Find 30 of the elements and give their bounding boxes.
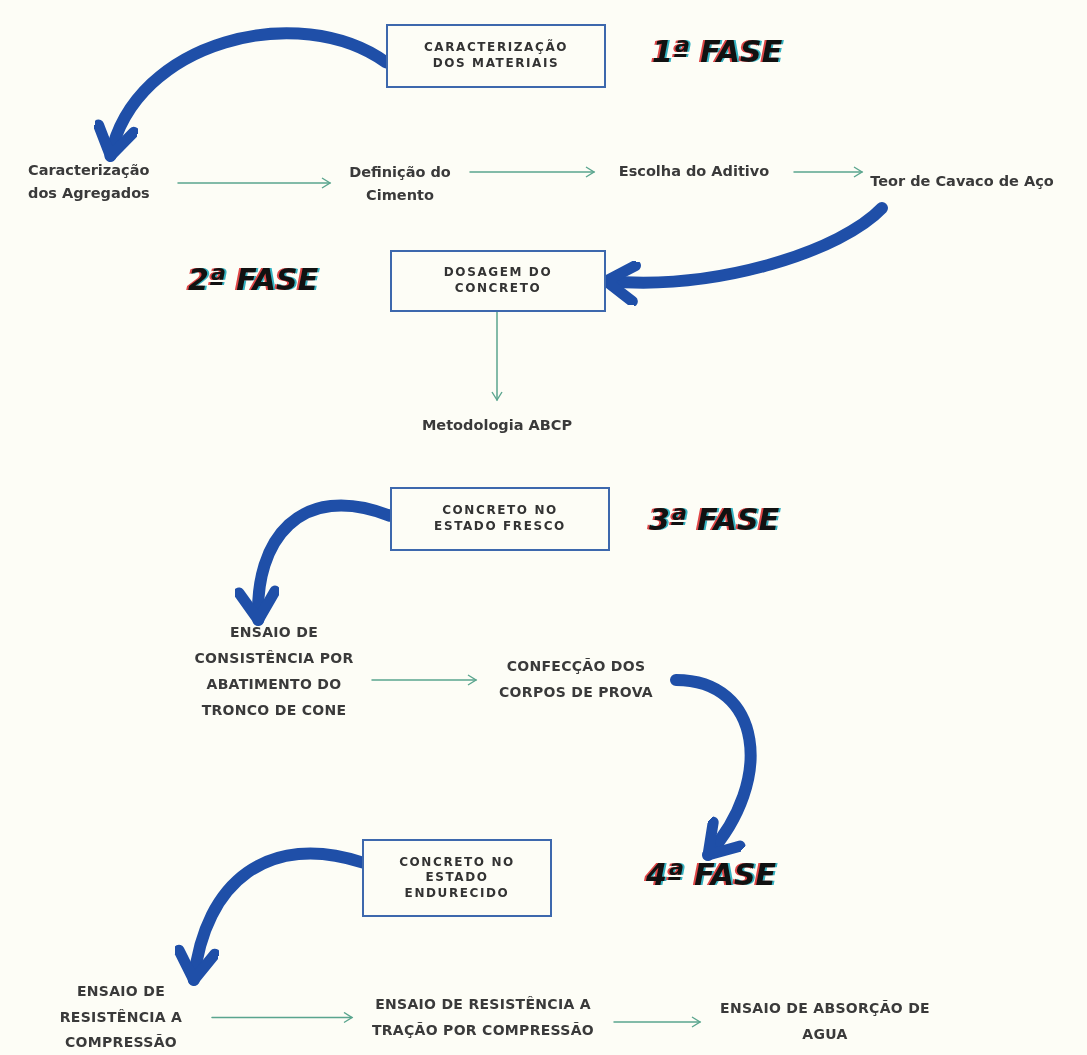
step-text: ENSAIO DE ABSORÇÃO DE AGUA bbox=[719, 999, 931, 1044]
phase-heading: 3ª FASE bbox=[649, 502, 780, 537]
step-text: ENSAIO DE CONSISTÊNCIA POR ABATIMENTO DO TRONCO DE CONE bbox=[193, 623, 355, 720]
step-text: Escolha do Aditivo bbox=[618, 162, 770, 182]
phase-box bbox=[390, 250, 606, 312]
phase-box bbox=[386, 24, 606, 88]
box-title: CONCRETO NO ESTADO FRESCO bbox=[433, 503, 567, 535]
step-text: ENSAIO DE RESISTÊNCIA A COMPRESSÃO bbox=[58, 981, 184, 1053]
step-text: Teor de Cavaco de Aço bbox=[870, 172, 1054, 192]
phase-box bbox=[362, 839, 552, 917]
step-text: Metodologia ABCP bbox=[421, 416, 573, 436]
arrow bbox=[371, 674, 477, 686]
phase-box bbox=[390, 487, 610, 551]
arrow bbox=[177, 177, 331, 189]
phase-heading: 1ª FASE bbox=[652, 34, 783, 69]
box-title: CONCRETO NO ESTADO ENDURECIDO bbox=[398, 854, 516, 902]
phase-heading: 2ª FASE bbox=[188, 262, 319, 297]
step-text: ENSAIO DE RESISTÊNCIA A TRAÇÃO POR COMPRESSÃO bbox=[370, 994, 596, 1040]
arrow bbox=[211, 1011, 353, 1024]
arrow bbox=[491, 311, 503, 401]
box-title: DOSAGEM DO CONCRETO bbox=[442, 265, 554, 297]
step-text: Definição do Cimento bbox=[348, 162, 452, 205]
step-text: Caracterização dos Agregados bbox=[28, 160, 151, 203]
box-title: CARACTERIZAÇÃO DOS MATERIAIS bbox=[422, 40, 570, 72]
phase-heading: 4ª FASE bbox=[645, 856, 777, 892]
arrow bbox=[469, 166, 595, 178]
arrow bbox=[793, 166, 863, 178]
step-text: CONFECÇÃO DOS CORPOS DE PROVA bbox=[498, 657, 654, 702]
arrow bbox=[613, 1016, 701, 1028]
curved-arrow bbox=[670, 674, 757, 861]
